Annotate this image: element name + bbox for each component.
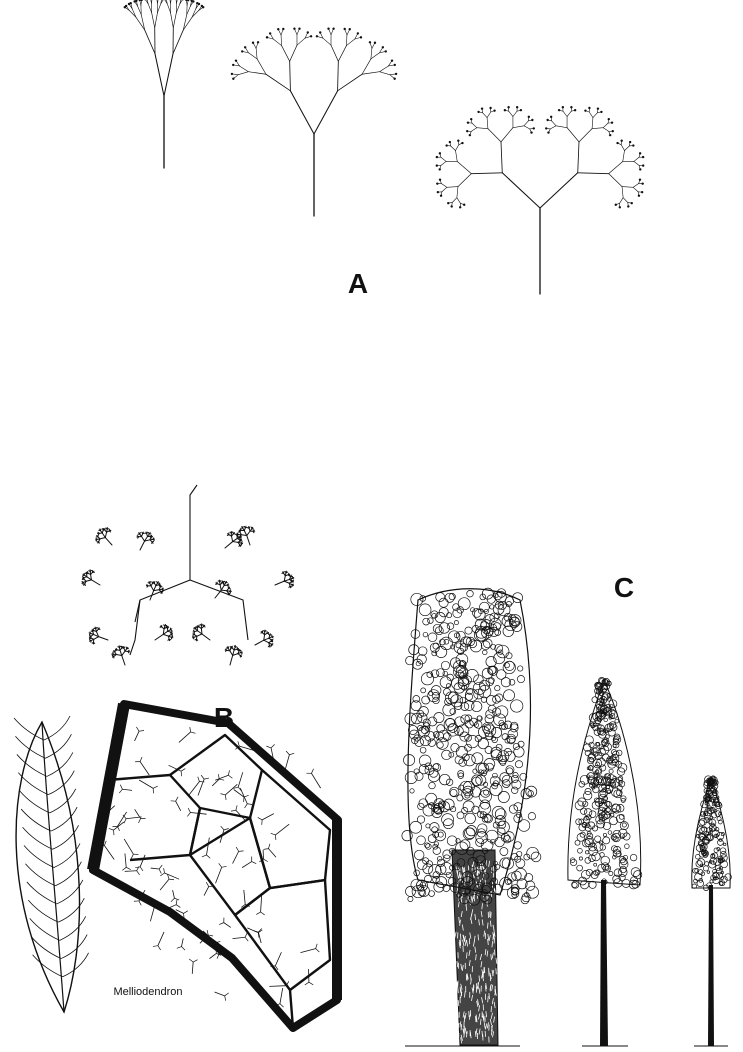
fractal-fan-large bbox=[436, 106, 645, 294]
panel-c-label: C bbox=[614, 572, 634, 603]
panel-a-fractal-fans bbox=[124, 0, 645, 294]
tree-silhouette-large bbox=[402, 588, 541, 1046]
leaf-venation-network bbox=[93, 704, 338, 1028]
branching-cluster bbox=[82, 485, 294, 665]
fractal-fan-small bbox=[124, 0, 205, 168]
leaf-genus-caption: Melliodendron bbox=[113, 986, 182, 998]
fractal-fan-medium bbox=[231, 27, 398, 216]
tree-silhouette-small bbox=[692, 776, 732, 1046]
panel-a-label: A bbox=[348, 268, 368, 299]
tree-silhouette-medium bbox=[568, 677, 642, 1046]
leaf-outline bbox=[14, 716, 89, 1012]
panel-b-branching-and-leaf bbox=[14, 485, 338, 1028]
panel-b-label: B bbox=[214, 702, 234, 733]
panel-c-tree-silhouettes bbox=[402, 588, 731, 1046]
